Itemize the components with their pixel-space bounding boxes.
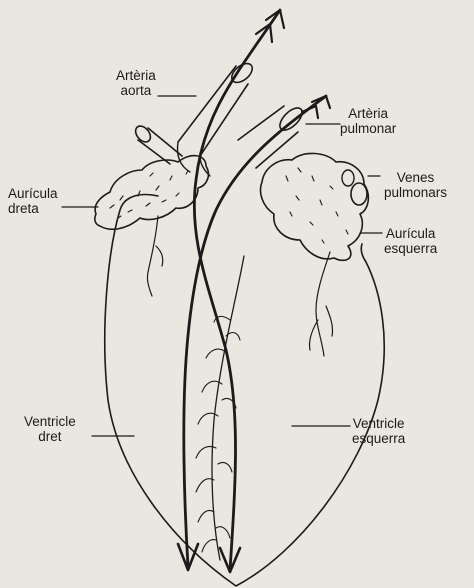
label-arteria-aorta: Artèria aorta (116, 68, 156, 98)
vena-cava-stub (138, 128, 182, 164)
label-auricula-esquerra: Aurícula esquerra (384, 226, 437, 256)
label-arteria-pulmonar: Artèria pulmonar (340, 106, 396, 136)
label-auricula-esquerra-line1: Aurícula (384, 226, 437, 241)
label-auricula-dreta-line2: dreta (8, 201, 58, 216)
right-coronary-branch (147, 216, 162, 296)
aorta-vessel (178, 66, 248, 156)
pulmonary-vessel (238, 106, 298, 168)
right-atrium (95, 156, 209, 230)
label-ventricle-dret: Ventricle dret (24, 414, 76, 444)
left-atrium (261, 153, 369, 260)
vena-cava-opening (133, 123, 154, 145)
flow-path-2 (184, 96, 326, 566)
label-venes-pulmonars-line1: Venes (384, 170, 447, 185)
label-auricula-esquerra-line2: esquerra (384, 241, 437, 256)
left-atrium-texture (286, 168, 348, 243)
label-arteria-pulmonar-line1: Artèria (340, 106, 396, 121)
pulmonary-vein-opening-2 (342, 170, 354, 186)
label-auricula-dreta: Aurícula dreta (8, 186, 58, 216)
label-ventricle-esquerra-line2: esquerra (352, 431, 405, 446)
label-arteria-aorta-line2: aorta (116, 83, 156, 98)
left-coronary-branch (309, 252, 332, 356)
heart-outline (105, 195, 384, 586)
label-ventricle-esquerra-line1: Ventricle (352, 416, 405, 431)
interventricular-branch (212, 256, 244, 560)
label-arteria-aorta-line1: Artèria (116, 68, 156, 83)
label-ventricle-esquerra: Ventricle esquerra (352, 416, 405, 446)
leader-lines (62, 96, 382, 436)
label-venes-pulmonars-line2: pulmonars (384, 185, 447, 200)
label-ventricle-dret-line2: dret (24, 429, 76, 444)
arrow-top-2 (302, 96, 330, 118)
label-arteria-pulmonar-line2: pulmonar (340, 121, 396, 136)
label-auricula-dreta-line1: Aurícula (8, 186, 58, 201)
pulmonary-vein-opening-1 (351, 183, 367, 205)
label-venes-pulmonars: Venes pulmonars (384, 170, 447, 200)
label-ventricle-dret-line1: Ventricle (24, 414, 76, 429)
